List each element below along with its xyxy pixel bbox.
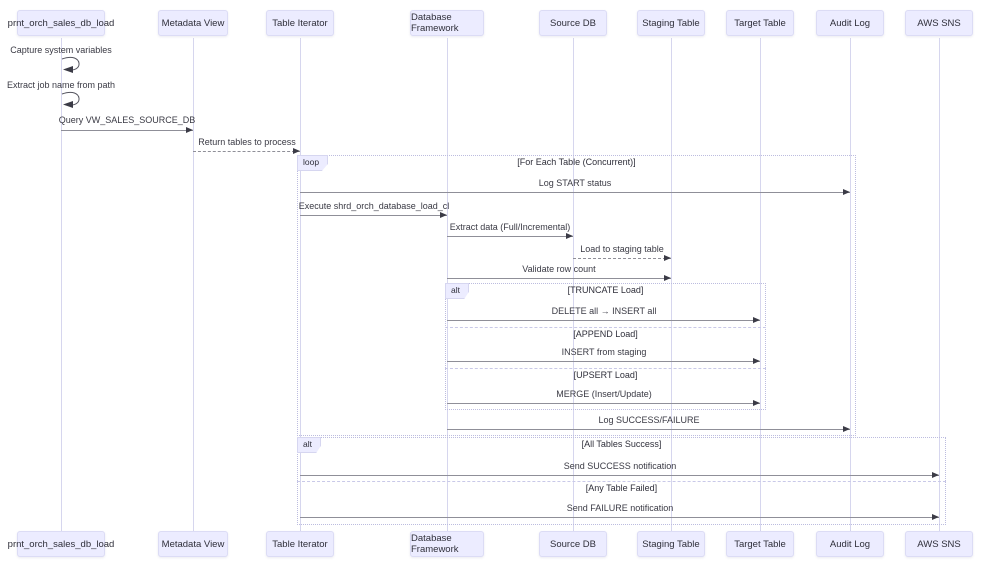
actor-bottom-database-framework: Database Framework [410,531,484,557]
message-line [447,403,760,404]
self-message-extract-job-name: Extract job name from path [6,80,116,90]
lifeline-audit-log [850,38,851,531]
message-line [447,278,671,279]
message-label: Load to staging table [580,244,664,254]
actor-bottom-table-iterator: Table Iterator [266,531,334,557]
message-line [300,192,850,193]
alt-result-divider [297,481,946,482]
message-label: Validate row count [522,264,596,274]
message-line [193,151,300,152]
arrowhead-icon [664,255,671,261]
loop-frame-label: loop [297,155,329,171]
alt-load-divider-1 [445,327,766,328]
message-line [447,320,760,321]
alt-failed-condition: [Any Table Failed] [585,483,658,493]
actor-top-database-framework: Database Framework [410,10,484,36]
alt-success-condition: [All Tables Success] [581,439,662,449]
arrowhead-icon [932,472,939,478]
actor-bottom-prnt-orch-sales-db-load: prnt_orch_sales_db_load [8,531,114,557]
lifeline-source-db [573,38,574,531]
arrowhead-icon [932,514,939,520]
actor-bottom-audit-log: Audit Log [816,531,884,557]
actor-top-staging-table: Staging Table [637,10,705,36]
loop-condition: [For Each Table (Concurrent)] [517,157,636,167]
message-label: Extract data (Full/Incremental) [449,222,571,232]
arrowhead-icon [753,317,760,323]
message-line [300,475,939,476]
actor-top-table-iterator: Table Iterator [266,10,334,36]
arrowhead-icon [293,148,300,154]
self-loop-arrow-icon [61,56,80,73]
actor-bottom-target-table: Target Table [726,531,794,557]
actor-top-metadata-view: Metadata View [158,10,228,36]
message-line [300,215,447,216]
lifeline-aws-sns [939,38,940,531]
message-line [573,258,671,259]
message-label: DELETE all → INSERT all [551,306,657,316]
alt-upsert-condition: [UPSERT Load] [573,370,638,380]
lifeline-table-iterator [300,38,301,531]
actor-bottom-metadata-view: Metadata View [158,531,228,557]
alt-result-frame-label: alt [297,437,321,453]
actor-top-aws-sns: AWS SNS [905,10,973,36]
alt-append-condition: [APPEND Load] [573,329,638,339]
message-line [447,361,760,362]
arrowhead-icon [566,233,573,239]
message-line [61,130,193,131]
actor-bottom-aws-sns: AWS SNS [905,531,973,557]
arrowhead-icon [843,189,850,195]
alt-truncate-condition: [TRUNCATE Load] [567,285,644,295]
actor-bottom-source-db: Source DB [539,531,607,557]
message-label: Return tables to process [198,137,296,147]
message-label: INSERT from staging [561,347,647,357]
loop-frame [297,155,856,436]
arrowhead-icon [843,426,850,432]
alt-load-frame-label: alt [445,283,469,299]
actor-bottom-staging-table: Staging Table [637,531,705,557]
lifeline-metadata-view [193,38,194,531]
actor-top-prnt-orch-sales-db-load: prnt_orch_sales_db_load [8,10,114,36]
arrowhead-icon [186,127,193,133]
arrowhead-icon [664,275,671,281]
message-label: Execute shrd_orch_database_load_cl [298,201,450,211]
lifeline-staging-table [671,38,672,531]
arrowhead-icon [440,212,447,218]
actor-top-audit-log: Audit Log [816,10,884,36]
message-line [447,429,850,430]
arrowhead-icon [753,400,760,406]
actor-top-target-table: Target Table [726,10,794,36]
actor-top-source-db: Source DB [539,10,607,36]
message-label: MERGE (Insert/Update) [556,389,652,399]
arrowhead-icon [753,358,760,364]
message-line [447,236,573,237]
message-label: Query VW_SALES_SOURCE_DB [58,115,196,125]
self-message-capture-system-variables: Capture system variables [10,45,112,55]
alt-load-divider-2 [445,368,766,369]
lifeline-target-table [760,38,761,531]
message-label: Log SUCCESS/FAILURE [598,415,700,425]
message-line [300,517,939,518]
alt-load-frame [445,283,766,410]
lifeline-prnt-orch-sales-db-load [61,38,62,531]
self-loop-arrow-icon [61,91,80,108]
message-label: Send FAILURE notification [566,503,674,513]
message-label: Send SUCCESS notification [563,461,677,471]
message-label: Log START status [538,178,612,188]
